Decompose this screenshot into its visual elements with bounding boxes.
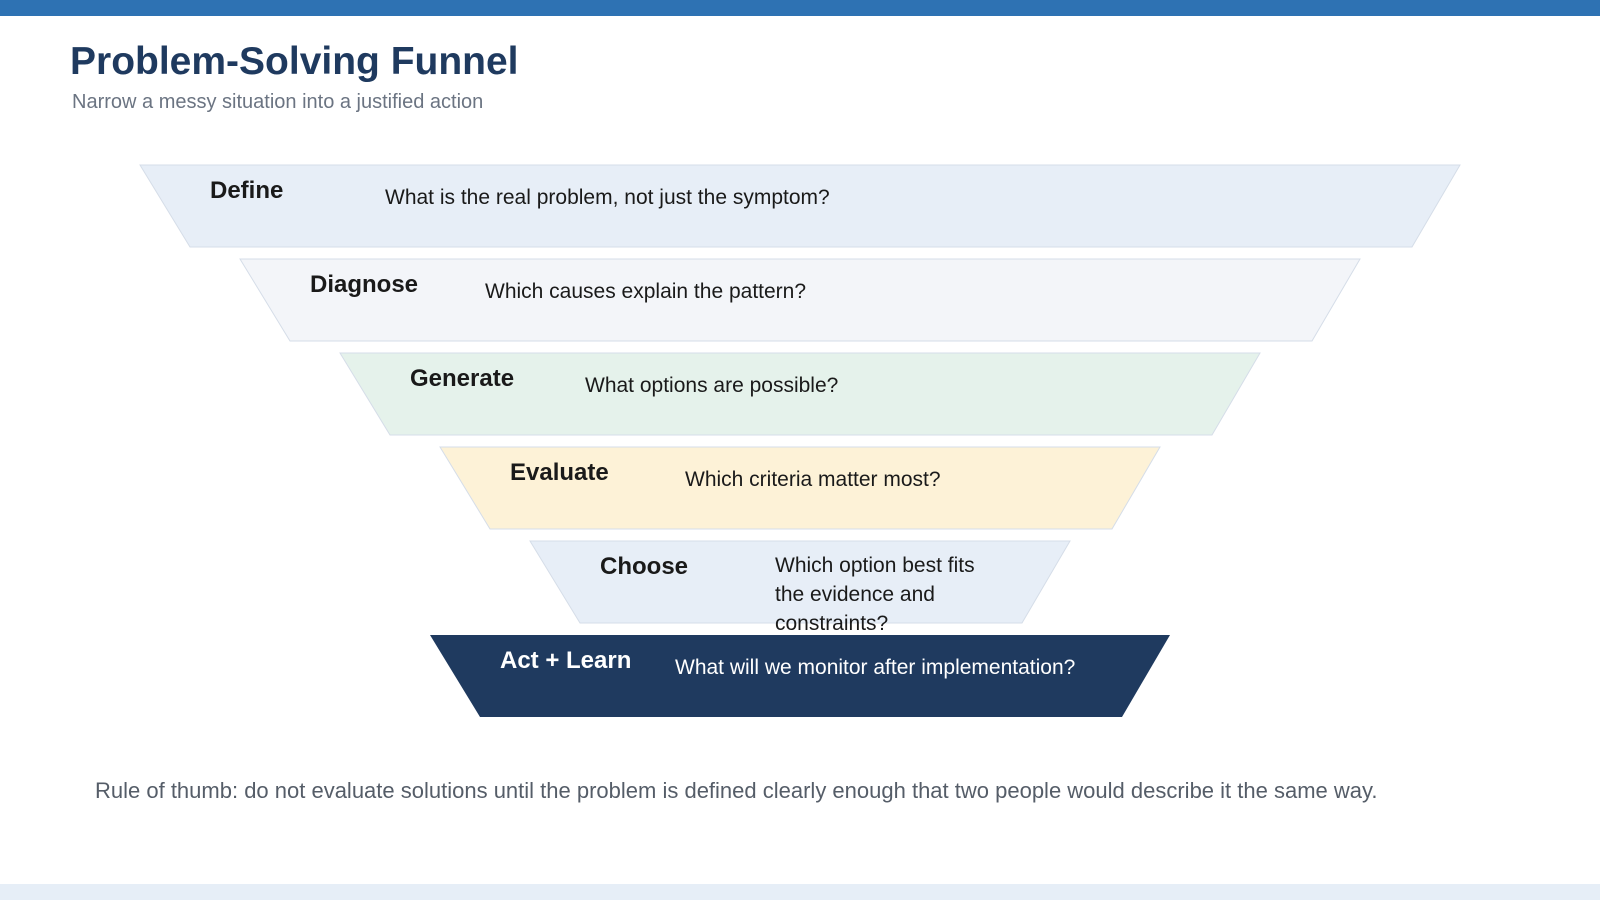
funnel-stage-label: Choose (600, 553, 688, 580)
funnel-stage-label: Diagnose (310, 271, 418, 298)
funnel-stage-question: What will we monitor after implementatio… (675, 656, 1075, 679)
funnel-stage-label: Define (210, 177, 283, 204)
funnel-stage-question: Which option best fits the evidence and co… (775, 554, 975, 635)
funnel-stage-label: Generate (410, 365, 514, 392)
funnel-stage-question-line: What is the real problem, not just the s… (385, 186, 830, 209)
funnel-stage-shape (529, 540, 1071, 624)
funnel-stage-question-line: What will we monitor after implementatio… (675, 656, 1075, 679)
funnel-stage-choose: Choose Which option best fits the evidence… (529, 540, 1071, 635)
funnel-stage-question-line: Which causes explain the pattern? (485, 280, 806, 303)
funnel-stage-question-line: What options are possible? (585, 374, 838, 397)
funnel-stage-evaluate: Evaluate Which criteria matter most? (439, 446, 1161, 530)
funnel-stage-question: Which criteria matter most? (685, 468, 941, 491)
funnel-stage-label: Evaluate (510, 459, 609, 486)
rule-of-thumb-note: Rule of thumb: do not evaluate solutions… (95, 778, 1378, 803)
funnel-stage-question-line: Which option best fits (775, 554, 975, 577)
funnel-stage-define: Define What is the real problem, not just… (139, 164, 1461, 248)
funnel-stage-question-line: the evidence and (775, 583, 935, 606)
funnel-stage-diagnose: Diagnose Which causes explain the pattern… (239, 258, 1361, 342)
funnel-stage-shape (339, 352, 1261, 436)
funnel-stage-label: Act + Learn (500, 647, 631, 674)
funnel-stage-question-line: constraints? (775, 612, 888, 635)
funnel-stage-question: What is the real problem, not just the s… (385, 186, 830, 209)
funnel-stage-shape (139, 164, 1461, 248)
funnel-stage-act-learn: Act + Learn What will we monitor after im… (430, 635, 1170, 717)
page-title: Problem-Solving Funnel (70, 40, 519, 83)
funnel-stage-shape (439, 446, 1161, 530)
funnel-stage-shape (430, 635, 1170, 717)
funnel-stage-question-line: Which criteria matter most? (685, 468, 941, 491)
page-subtitle: Narrow a messy situation into a justifie… (72, 91, 484, 113)
top-accent-bar (0, 0, 1600, 16)
funnel-stage-shape (239, 258, 1361, 342)
funnel-stage-question: Which causes explain the pattern? (485, 280, 806, 303)
funnel-stage-generate: Generate What options are possible? (339, 352, 1261, 436)
funnel-stage-question: What options are possible? (585, 374, 838, 397)
bottom-accent-bar (0, 884, 1600, 900)
